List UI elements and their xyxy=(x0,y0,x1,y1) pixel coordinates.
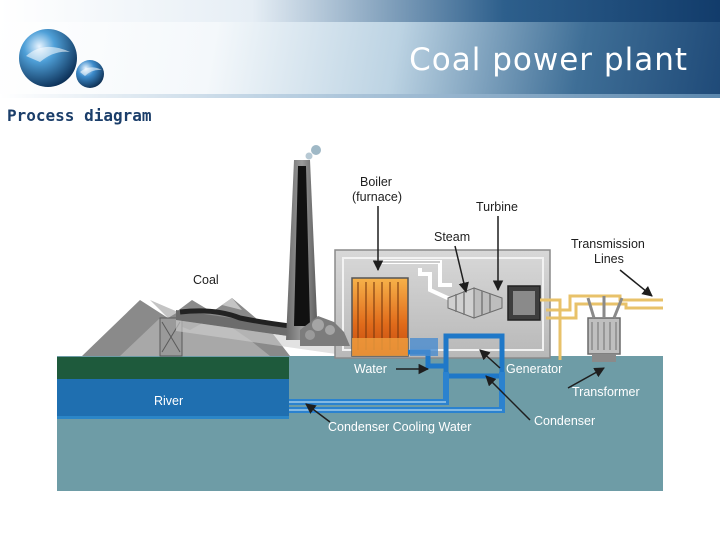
label-transformer: Transformer xyxy=(572,385,640,399)
smoke xyxy=(311,145,321,155)
label-transmission-line1: Transmission xyxy=(571,237,645,251)
transformer xyxy=(588,296,622,362)
label-turbine: Turbine xyxy=(476,200,518,214)
label-steam: Steam xyxy=(434,230,470,244)
label-boiler-line1: Boiler xyxy=(360,175,392,189)
slide-subtitle: Process diagram xyxy=(7,106,152,125)
label-coal: Coal xyxy=(193,273,219,287)
river-edge xyxy=(57,416,289,419)
transmission-arrow xyxy=(620,270,652,296)
coal-plant-diagram: Boiler (furnace) Turbine Steam Transmiss… xyxy=(57,142,663,491)
label-transmission-line2: Lines xyxy=(594,252,624,266)
label-condenser-cooling-water: Condenser Cooling Water xyxy=(328,420,471,434)
header-band xyxy=(0,0,720,22)
label-river: River xyxy=(154,394,183,408)
label-generator: Generator xyxy=(506,362,562,376)
river-bank xyxy=(57,357,289,379)
slide-title: Coal power plant xyxy=(409,42,688,78)
label-condenser: Condenser xyxy=(534,414,595,428)
globe-logo-icon xyxy=(14,26,114,92)
label-boiler-line2: (furnace) xyxy=(352,190,402,204)
header-divider xyxy=(0,94,720,98)
slide-header: Coal power plant xyxy=(0,0,720,98)
label-water: Water xyxy=(354,362,387,376)
